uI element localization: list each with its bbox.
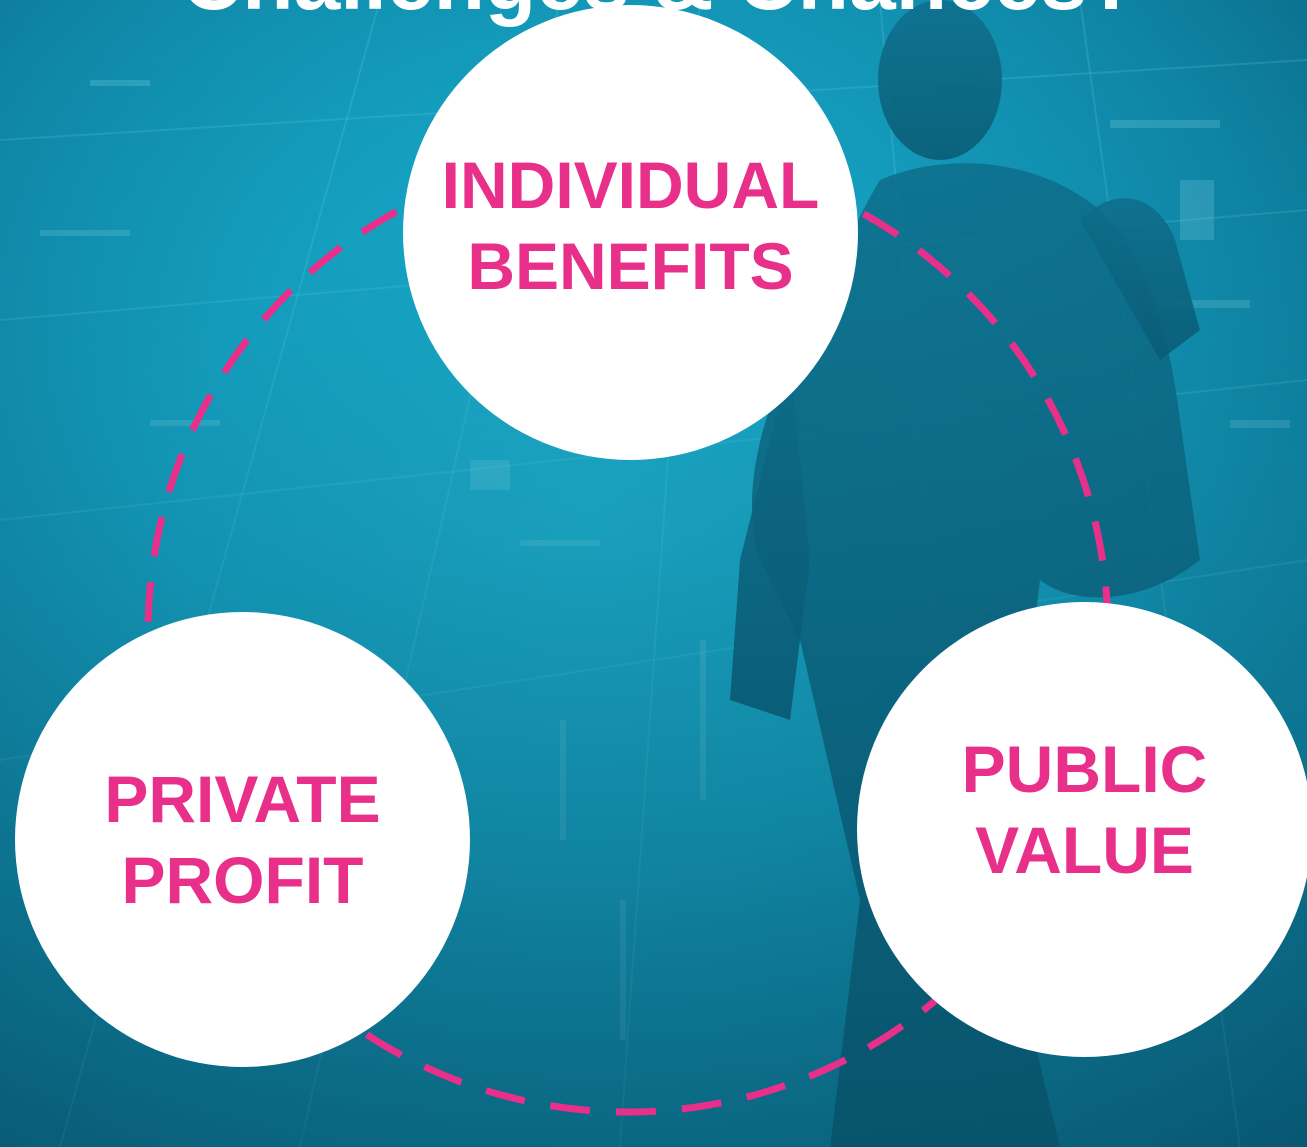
node-label-line: PUBLIC <box>961 731 1208 806</box>
node-label-line: PRIVATE <box>104 761 381 836</box>
node-label-line: PROFIT <box>121 842 364 917</box>
node-label-line: INDIVIDUAL <box>441 148 820 222</box>
node-private-profit: PRIVATE PROFIT <box>15 612 470 1067</box>
node-label-line: BENEFITS <box>467 228 794 303</box>
node-individual-benefits: INDIVIDUAL BENEFITS <box>403 5 858 460</box>
node-public-value: PUBLIC VALUE <box>857 602 1307 1057</box>
node-label-line: VALUE <box>975 812 1194 887</box>
